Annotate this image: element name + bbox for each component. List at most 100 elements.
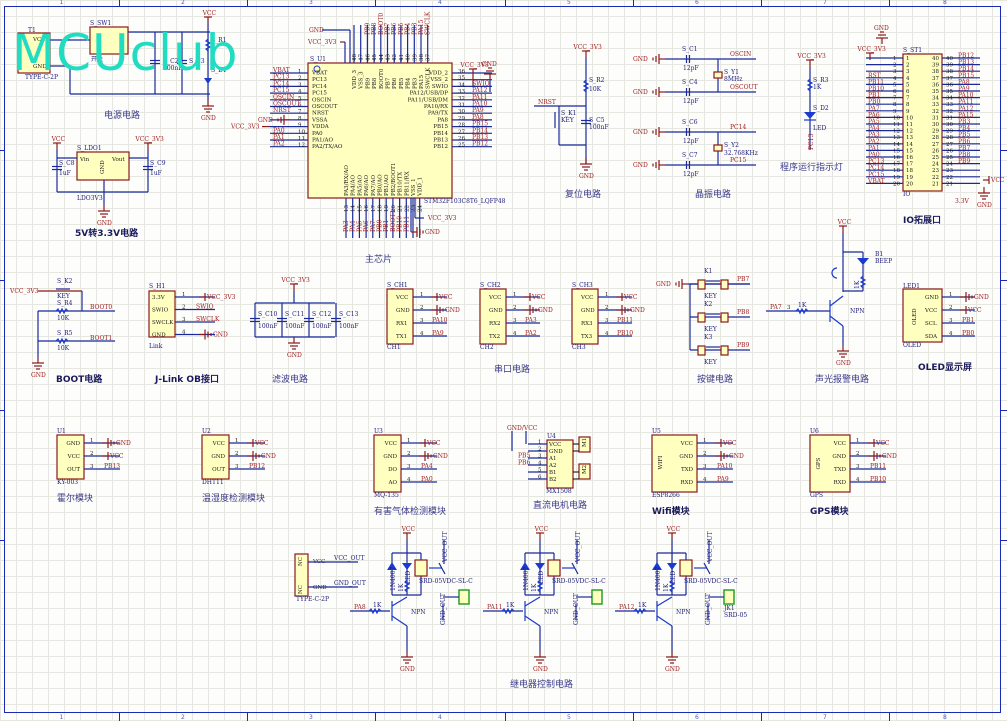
pin-name: PB15 xyxy=(433,124,448,130)
net-label: PB12 xyxy=(472,141,488,148)
pin-name: GND xyxy=(549,449,563,455)
net-label: PB10 xyxy=(397,216,404,232)
resistor xyxy=(582,79,590,93)
pin-number: 48 xyxy=(352,54,358,61)
net-label: PA8 xyxy=(472,114,484,121)
part-name: CH2 xyxy=(480,344,494,351)
serial-connector xyxy=(479,288,507,345)
pin-name: PA12/USB/DP xyxy=(410,91,449,97)
net-label: OSCIN xyxy=(730,51,751,58)
part-name: OLED xyxy=(903,342,921,349)
part-value: 10K xyxy=(589,86,602,93)
buzzer xyxy=(831,267,838,279)
power-label: VCC xyxy=(534,526,549,533)
pin-name: VCC xyxy=(680,441,693,447)
pin-name: PB3 xyxy=(412,77,418,89)
ref-designator: U3 xyxy=(374,428,383,435)
pin-number: 31 xyxy=(932,115,939,121)
ref-designator: S_Y1 xyxy=(724,69,739,76)
net-label: VCC_OUT xyxy=(442,532,449,564)
net-label: SWCLK xyxy=(196,316,220,323)
net-label: OSCOUT xyxy=(273,101,301,108)
pin-name: GND xyxy=(100,160,106,174)
relay-terminal xyxy=(458,589,470,605)
ref-designator: S_C9 xyxy=(150,160,166,167)
pin-name: GND xyxy=(832,454,846,460)
pin-number: 25 xyxy=(946,155,953,161)
pin-number: 18 xyxy=(906,168,913,174)
net-label: PA4 xyxy=(350,220,357,232)
pin-name: Vin xyxy=(79,157,90,163)
part-name: NPN xyxy=(544,609,559,616)
net-label: OSCIN xyxy=(273,94,294,101)
ref-designator: S_Y2 xyxy=(724,142,739,149)
pin-number: 40 xyxy=(406,54,412,61)
pin-number: 19 xyxy=(893,175,900,181)
part-value: 1uF xyxy=(59,170,71,177)
section-caption: 晶振电路 xyxy=(695,188,731,200)
pin-number: 10 xyxy=(893,115,900,121)
pin-number: 5 xyxy=(298,96,302,102)
pin-number: 18 xyxy=(378,205,384,212)
ground-label: GND xyxy=(974,294,989,301)
net-label: PA1 xyxy=(273,134,285,141)
motor-circuit: U4MX1508GND/VCCVCC1GND2A13PB5A24PB6B15B2… xyxy=(507,425,591,511)
net-label: PA3 xyxy=(525,317,537,324)
ref-designator: S_C7 xyxy=(682,152,698,159)
pin-number: 36 xyxy=(946,82,953,88)
pin-number: 23 xyxy=(946,168,953,174)
pin-number: 33 xyxy=(946,102,953,108)
ground-label: GND xyxy=(116,440,131,447)
pin-name: PA5/AO xyxy=(357,175,363,196)
section-caption: OLED显示屏 xyxy=(918,362,972,373)
pin-number: 15 xyxy=(906,148,913,154)
ground-label: GND xyxy=(400,666,415,673)
power-label: VCC xyxy=(837,219,852,226)
part-name: SRD-05VDC-SL-C xyxy=(684,578,738,585)
pin-number: 34 xyxy=(946,96,953,102)
power-label: VCC xyxy=(109,453,124,460)
power-label: VCC_3V3 xyxy=(796,53,826,60)
part-value: 1uF xyxy=(150,170,162,177)
part-value: 32.768KHz xyxy=(724,150,758,157)
net-label: PB15 xyxy=(472,121,488,128)
net-label: PA9 xyxy=(958,86,970,93)
zone-tick xyxy=(889,0,890,6)
resistor xyxy=(55,307,69,315)
net-label: PA15 xyxy=(958,112,974,119)
pin-number: 8 xyxy=(298,116,302,122)
pin-number: 23 xyxy=(932,168,939,174)
pin-number: 1 xyxy=(182,292,186,298)
module-body xyxy=(809,434,851,493)
pin-name: RX2 xyxy=(489,321,501,327)
net-label: PA12 xyxy=(619,604,635,611)
zone-number-top: 8 xyxy=(943,0,947,6)
net-label: PA8 xyxy=(354,604,366,611)
section-caption: 温湿度检测模块 xyxy=(202,492,265,504)
pin-name: VSSA xyxy=(311,117,328,123)
section-caption: 按键电路 xyxy=(697,373,733,385)
net-label: PB7 xyxy=(958,145,970,152)
ground-label: GND xyxy=(433,453,448,460)
pin-number: 2 xyxy=(420,305,424,311)
part-value: 12pF xyxy=(683,138,699,145)
pin-number: 28 xyxy=(946,135,953,141)
pin-number: 18 xyxy=(893,168,900,174)
ground-label: GND xyxy=(633,129,648,136)
section-caption: 串口电路 xyxy=(494,363,530,375)
ref-designator: K3 xyxy=(704,334,712,341)
net-label: PB10 xyxy=(870,476,886,483)
pin-number: 11 xyxy=(893,122,900,128)
pin-name: PB6 xyxy=(392,77,398,89)
zone-tick xyxy=(761,0,762,6)
pin-name: TXD xyxy=(681,467,694,473)
pin-name: Vout xyxy=(111,157,125,163)
net-label: PA0 xyxy=(421,476,433,483)
zone-number-top: 6 xyxy=(695,0,699,6)
zone-number-top: 1 xyxy=(59,0,64,6)
ref-designator: S_R1 xyxy=(211,37,226,44)
net-label: VBAT xyxy=(867,178,885,185)
part-value: 10K xyxy=(57,315,70,322)
